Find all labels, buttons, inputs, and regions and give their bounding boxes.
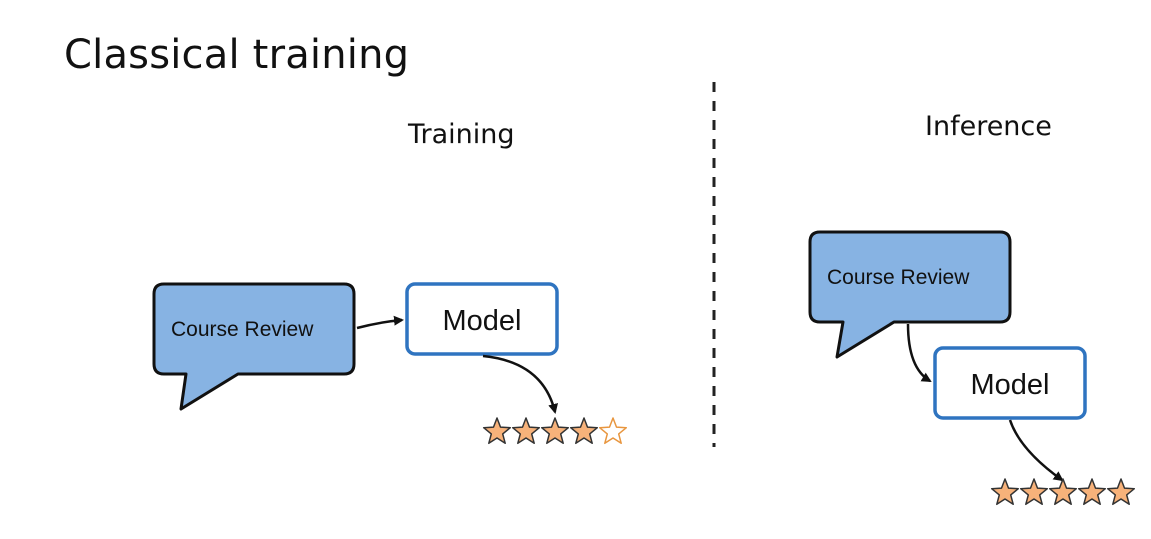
- star-filled-icon: [540, 417, 570, 445]
- star-filled-icon: [511, 417, 541, 445]
- star-filled-icon: [990, 478, 1020, 506]
- training-star-rating: [482, 417, 628, 445]
- arrow-review-to-model: [906, 323, 932, 383]
- bubble-text: Course Review: [827, 266, 970, 289]
- model-box-shape: [933, 346, 1087, 420]
- star-filled-icon: [1106, 478, 1136, 506]
- arrow-model-to-rating: [1008, 419, 1064, 482]
- model-box-shape: [405, 282, 559, 356]
- speech-bubble-shape: [808, 230, 1012, 359]
- training-label: Training: [408, 119, 515, 150]
- training-review-bubble: Course Review: [152, 282, 356, 411]
- model-text: Model: [443, 305, 522, 337]
- star-filled-icon: [1048, 478, 1078, 506]
- star-filled-icon: [569, 417, 599, 445]
- star-filled-icon: [1077, 478, 1107, 506]
- inference-label: Inference: [925, 111, 1052, 142]
- inference-review-bubble: Course Review: [808, 230, 1012, 359]
- star-filled-icon: [1019, 478, 1049, 506]
- speech-bubble-shape: [152, 282, 356, 411]
- arrow-review-to-model: [356, 315, 404, 330]
- arrow-model-to-rating: [482, 354, 558, 414]
- inference-star-rating: [990, 478, 1136, 506]
- star-filled-icon: [482, 417, 512, 445]
- inference-model-box: Model: [933, 346, 1087, 420]
- slide-title: Classical training: [64, 32, 410, 78]
- bubble-text: Course Review: [171, 318, 314, 341]
- star-empty-icon: [598, 417, 628, 445]
- model-text: Model: [971, 369, 1050, 401]
- training-model-box: Model: [405, 282, 559, 356]
